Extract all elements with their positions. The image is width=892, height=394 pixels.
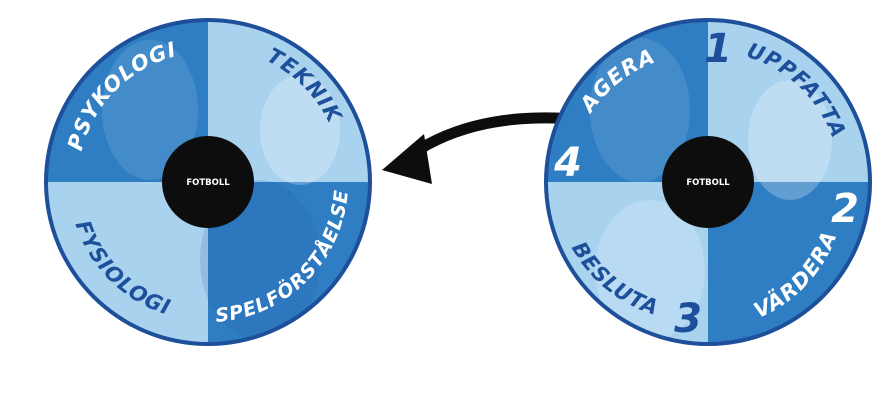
right-photo-shape xyxy=(748,80,832,200)
right-center-circle xyxy=(662,136,754,228)
right-wheel: UPPFATTA VÄRDERA BESLUTA AGERA 1 2 3 4 F… xyxy=(544,18,872,346)
left-center-circle xyxy=(162,136,254,228)
left-photo-shape xyxy=(260,75,340,185)
right-number-4: 4 xyxy=(553,140,582,186)
left-wheel: PSYKOLOGI TEKNIK FYSIOLOGI SPELFÖRSTÅELS… xyxy=(44,18,372,346)
right-number-1: 1 xyxy=(704,26,732,72)
left-photo-shape xyxy=(102,40,198,180)
right-photo-shape xyxy=(590,38,690,182)
right-number-2: 2 xyxy=(831,186,859,232)
left-center-label: FOTBOLL xyxy=(186,178,230,188)
right-photo-shape xyxy=(595,200,705,340)
right-center-label: FOTBOLL xyxy=(686,178,730,188)
right-number-3: 3 xyxy=(674,296,702,342)
arrow-head xyxy=(382,134,432,184)
